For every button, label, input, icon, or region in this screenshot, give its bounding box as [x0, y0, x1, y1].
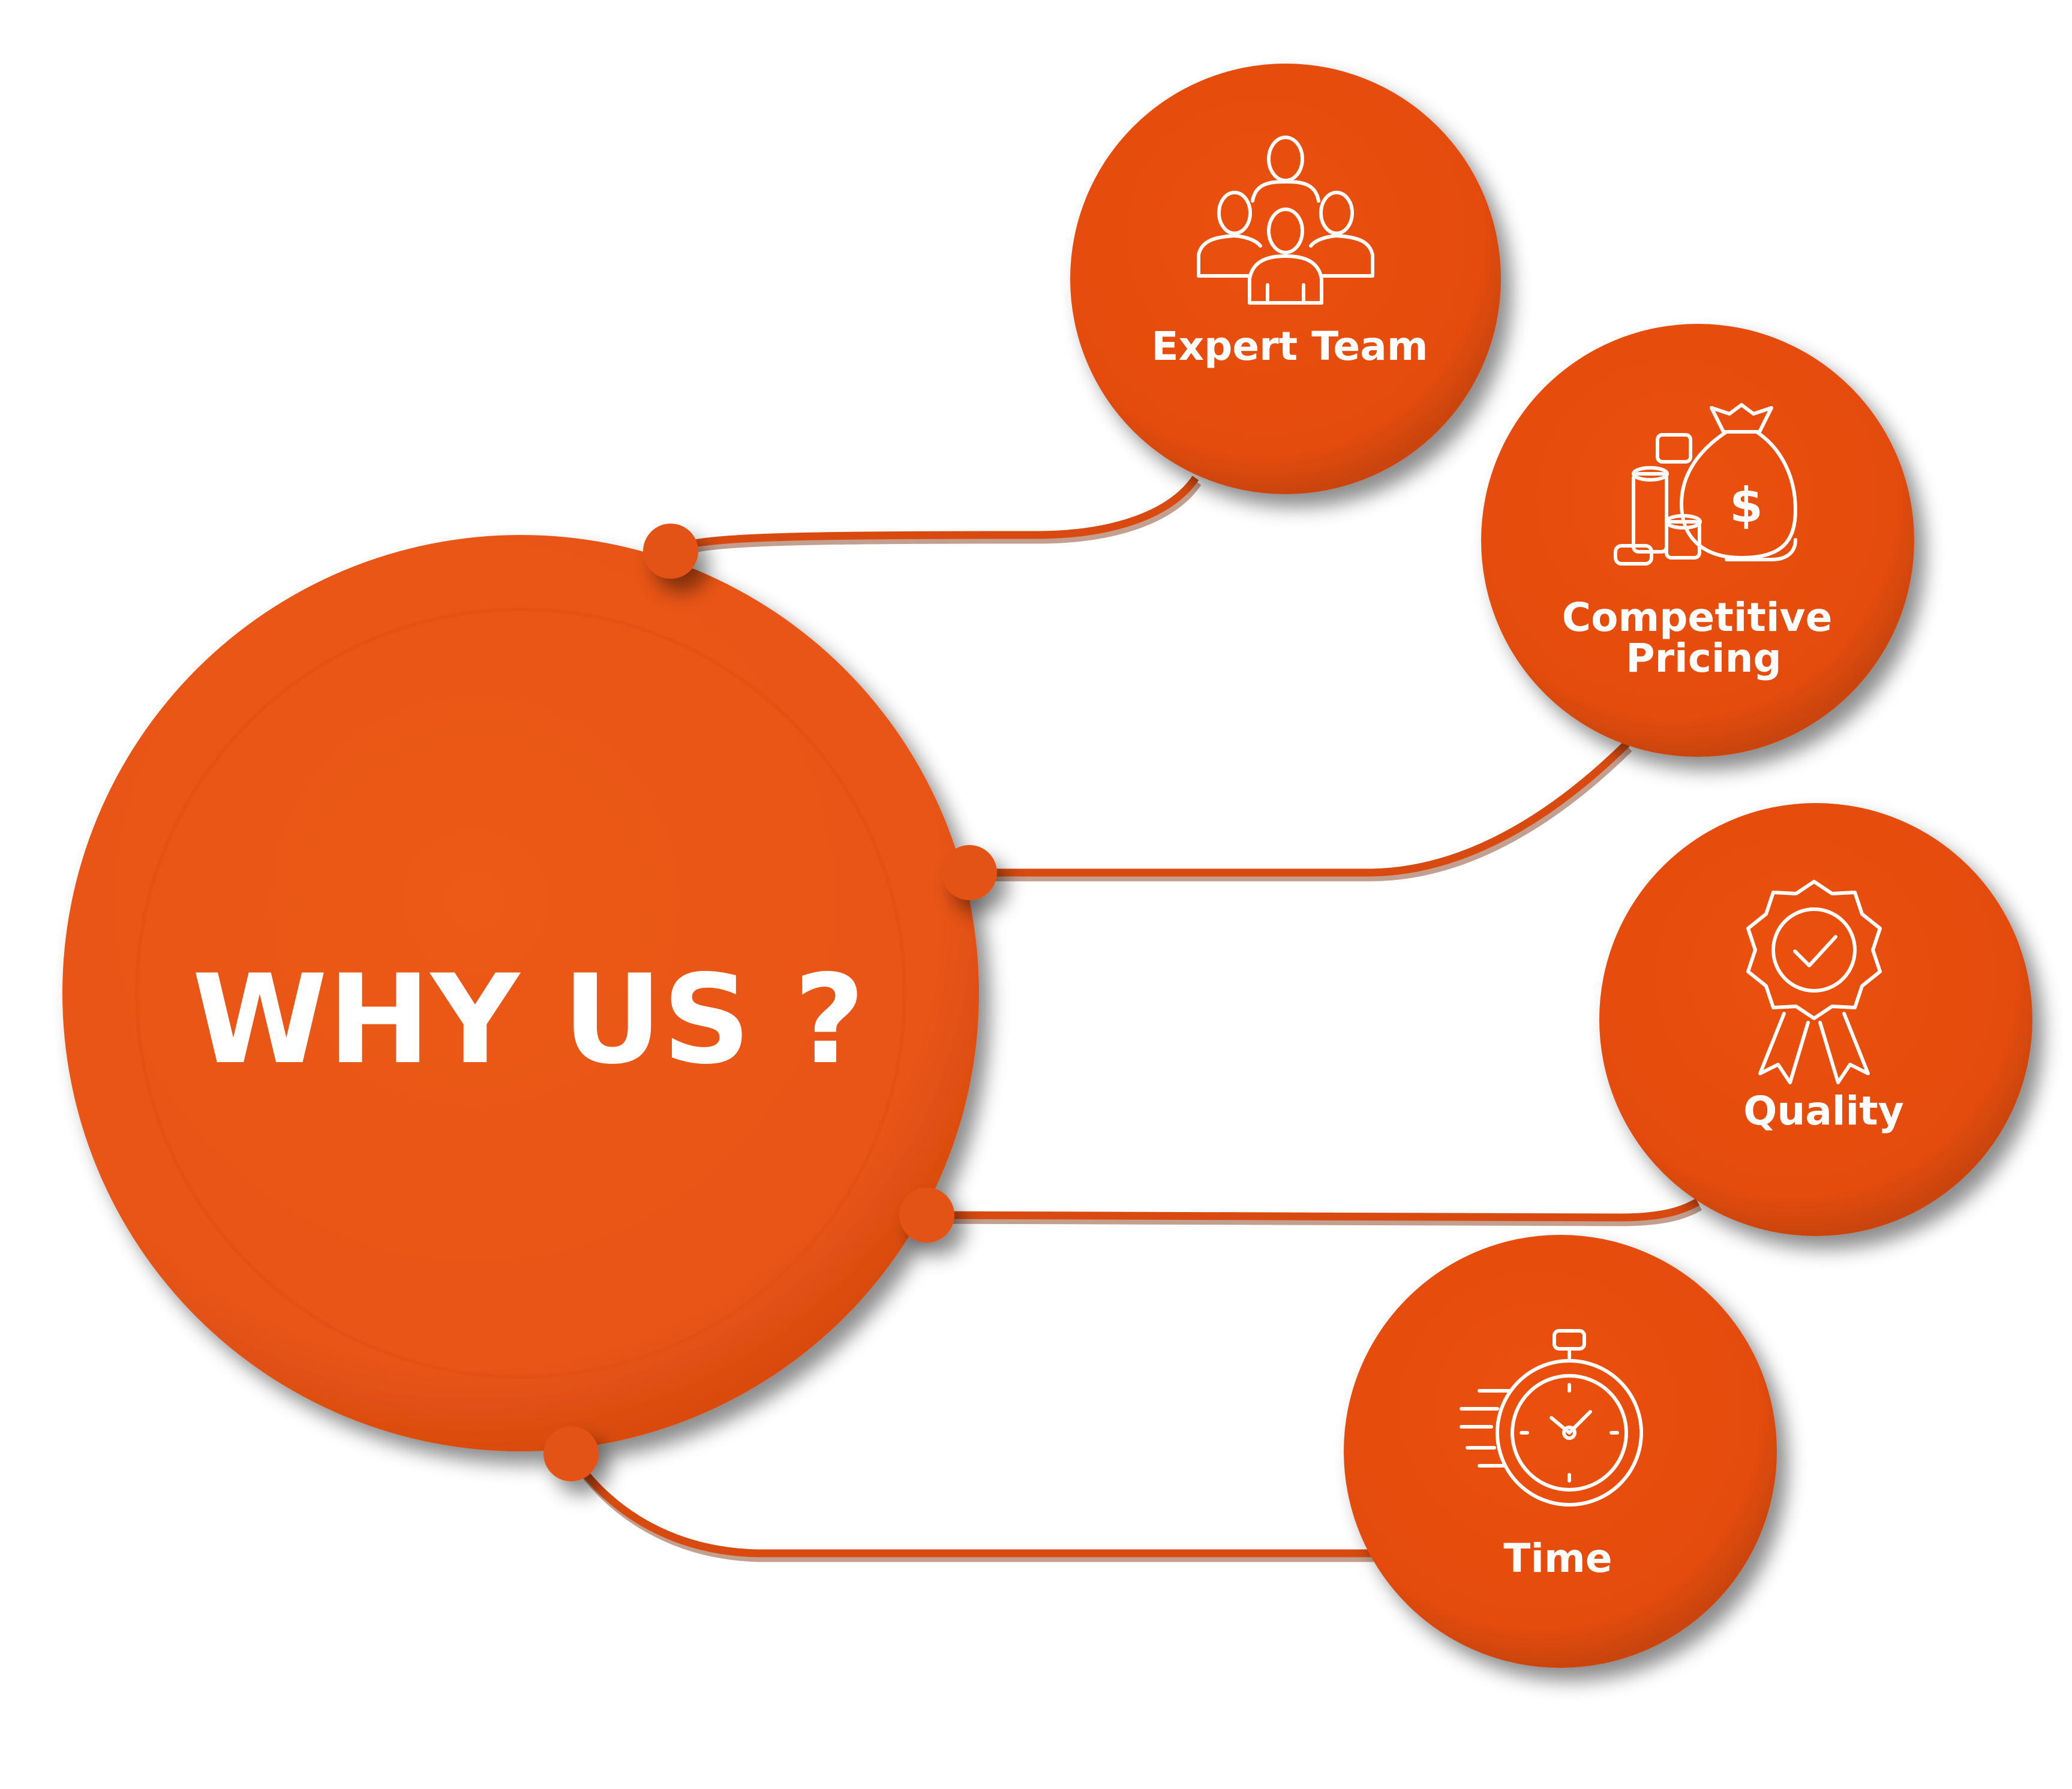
- item-circle: [1344, 1235, 1777, 1668]
- stopwatch-icon: [1460, 1329, 1643, 1507]
- item-circle: [1070, 64, 1501, 494]
- item-label: Quality: [1743, 1088, 1903, 1134]
- node-dot: [942, 845, 997, 900]
- connector-expert-team: [668, 476, 1199, 555]
- money-bag-icon: $: [1614, 403, 1797, 566]
- connector-nodes: [543, 524, 997, 1481]
- connectors: [567, 476, 1702, 1562]
- item-label: Pricing: [1626, 635, 1782, 681]
- node-dot: [899, 1187, 954, 1243]
- item-label: Time: [1503, 1535, 1612, 1581]
- svg-text:$: $: [1729, 477, 1763, 533]
- connector-competitive-pricing: [969, 741, 1630, 877]
- item-expert-team: Expert Team: [1070, 64, 1501, 494]
- node-dot: [643, 524, 698, 579]
- main-circle-inner-ring: [135, 608, 906, 1379]
- item-label: Competitive: [1562, 594, 1833, 641]
- connector-quality: [926, 1198, 1700, 1222]
- connector-time: [567, 1451, 1380, 1558]
- item-time: Time: [1344, 1235, 1777, 1668]
- item-circle: [1599, 803, 2032, 1236]
- item-label: Expert Team: [1151, 323, 1428, 369]
- award-badge-icon: [1746, 880, 1882, 1084]
- item-quality: Quality: [1599, 803, 2032, 1236]
- main-circle: [62, 535, 979, 1451]
- node-dot: [543, 1426, 599, 1481]
- main-title: WHY US ?: [192, 949, 865, 1092]
- item-competitive-pricing: $ Competitive Pricing: [1481, 324, 1914, 757]
- team-icon: [1197, 136, 1374, 305]
